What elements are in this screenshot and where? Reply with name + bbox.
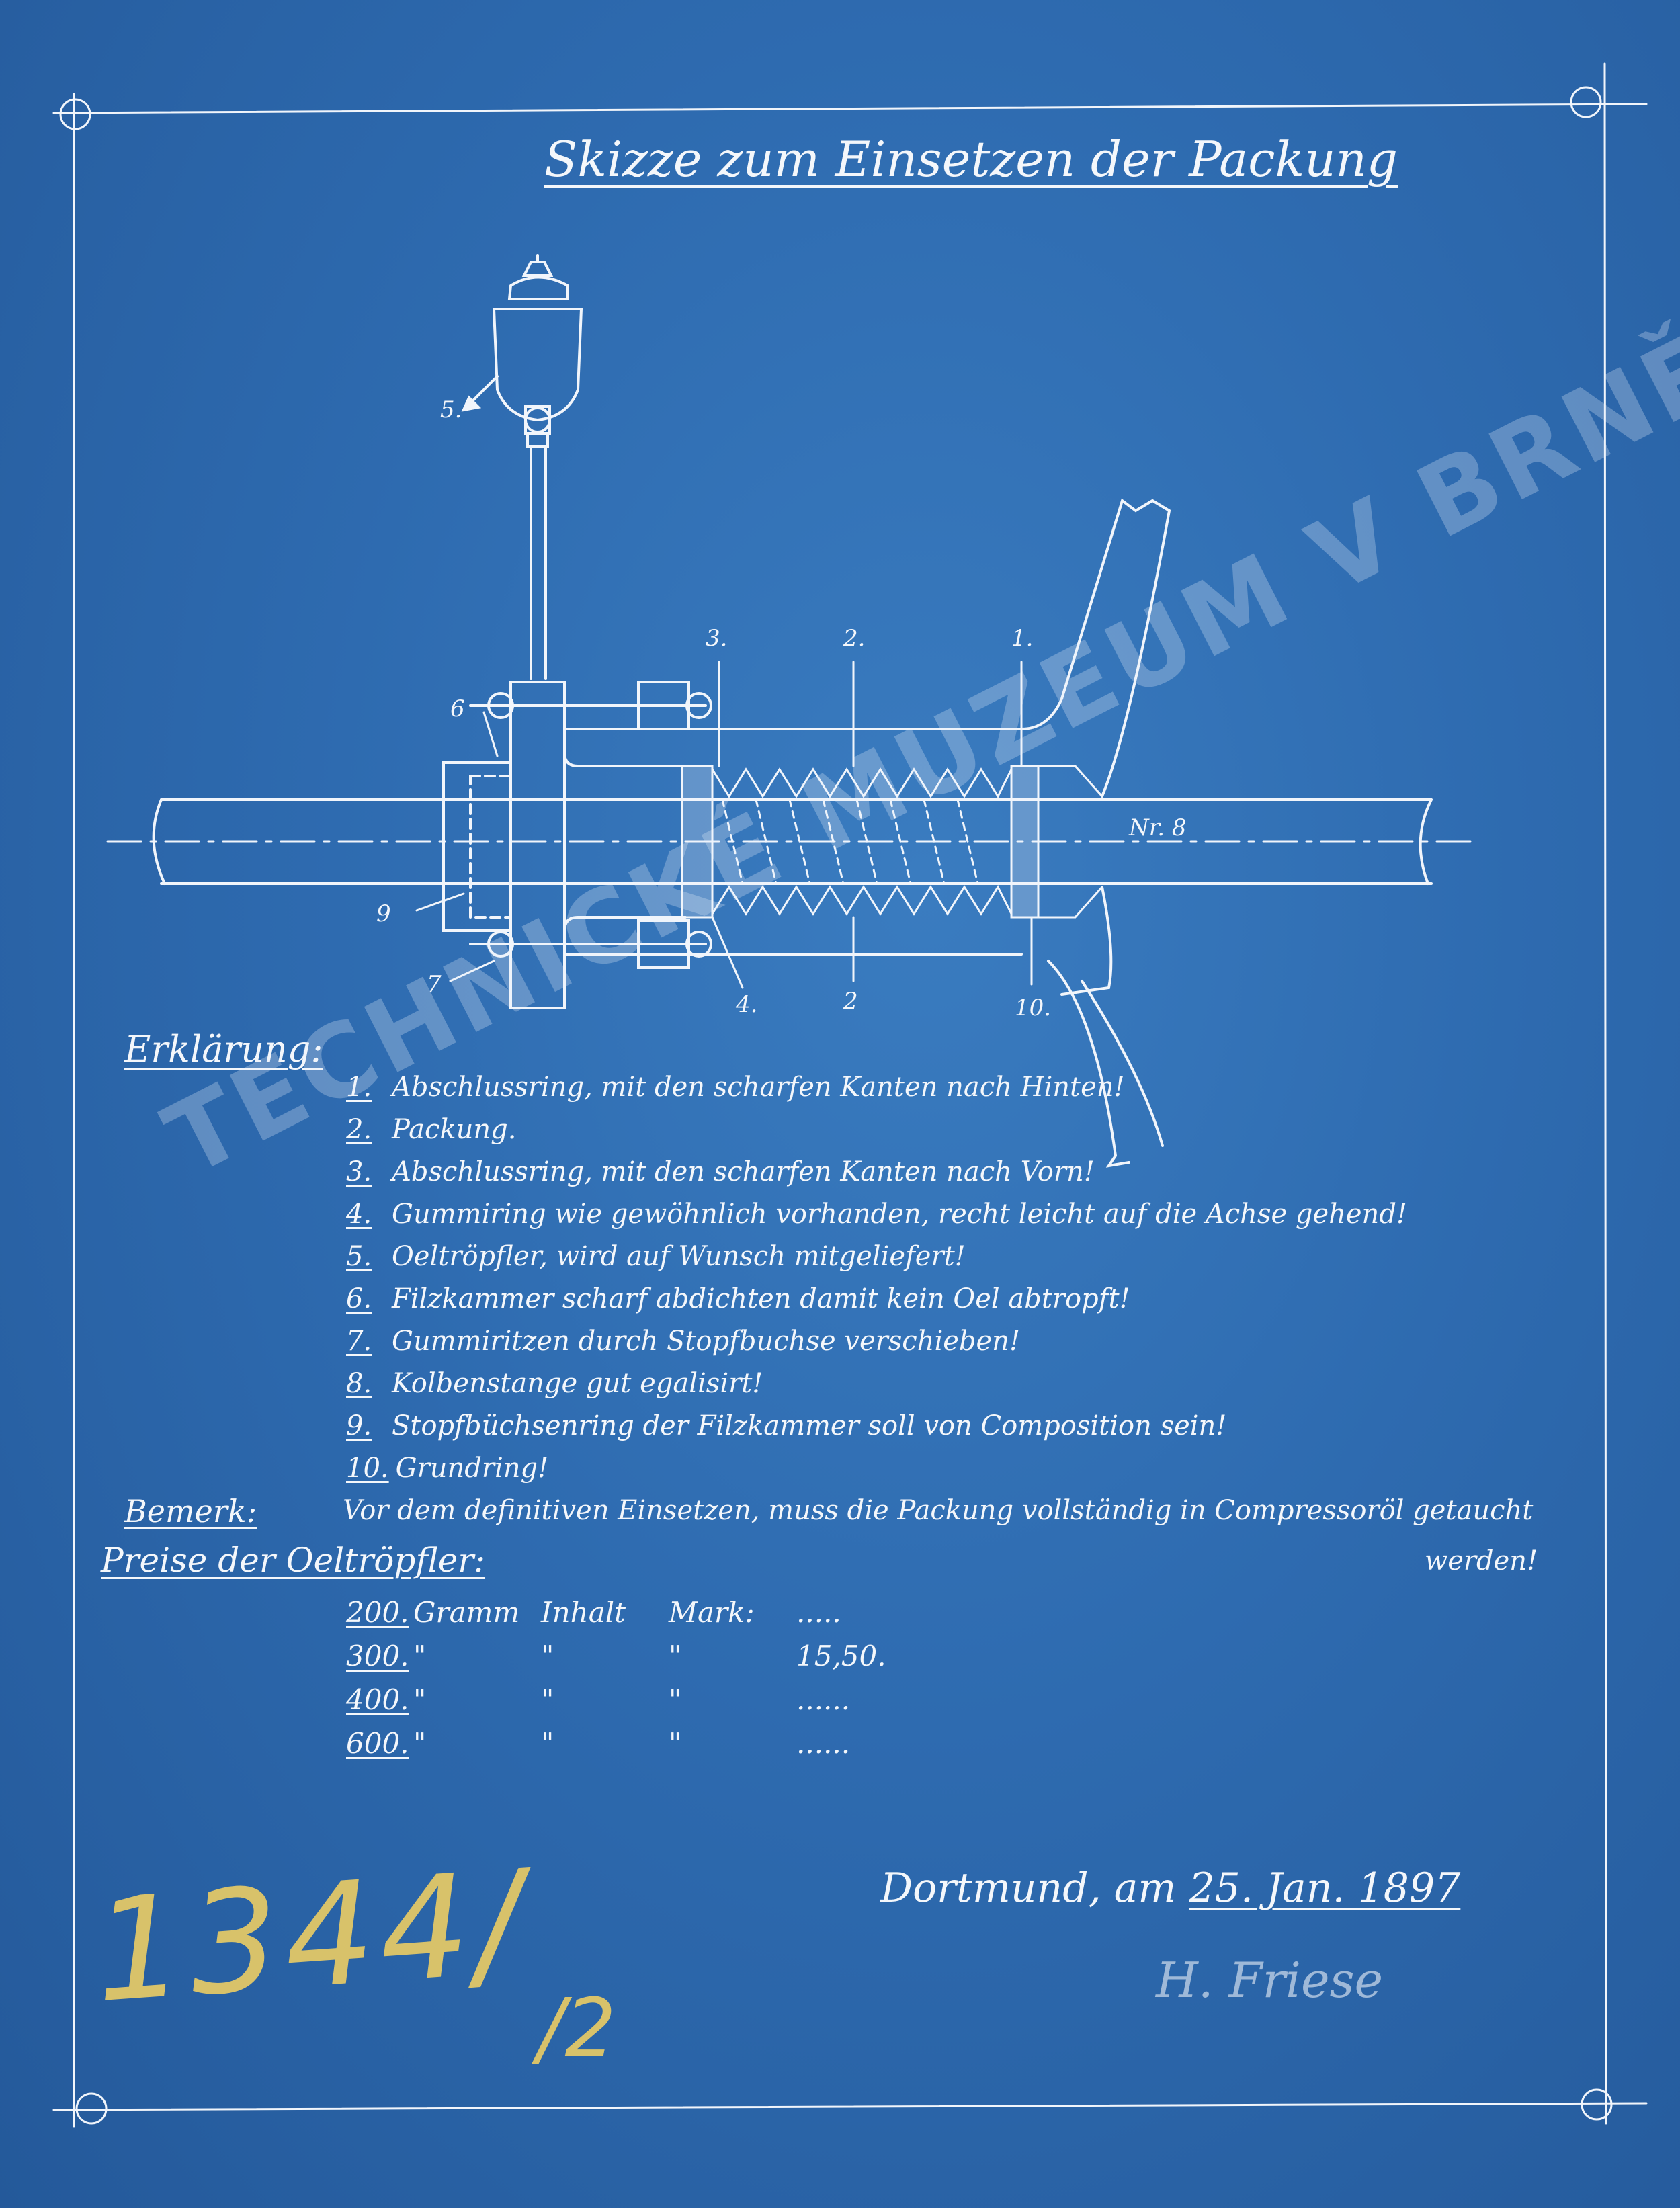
callout-arrows bbox=[415, 661, 1033, 989]
piston-rod bbox=[106, 798, 1473, 885]
explanation-item-text: Oeltröpfler, wird auf Wunsch mitgeliefer… bbox=[392, 1241, 966, 1272]
price-c2: " bbox=[541, 1727, 554, 1760]
explanation-item-number: 5. bbox=[346, 1241, 372, 1272]
explanation-item-number: 8. bbox=[346, 1368, 372, 1399]
explanation-item: 6. Filzkammer scharf abdichten damit kein… bbox=[346, 1283, 1130, 1314]
cylinder-wall bbox=[1020, 498, 1171, 1168]
price-c2: " bbox=[541, 1640, 554, 1672]
date: 25. Jan. 1897 bbox=[1189, 1865, 1461, 1912]
price-c3: " bbox=[669, 1727, 682, 1760]
callout-1: 1. bbox=[1011, 625, 1034, 652]
explanation-item-number: 1. bbox=[346, 1072, 372, 1103]
explanation-item-text: Kolbenstange gut egalisirt! bbox=[392, 1368, 763, 1399]
explanation-item-text: Abschlussring, mit den scharfen Kanten n… bbox=[392, 1072, 1125, 1103]
explanation-item: 8. Kolbenstange gut egalisirt! bbox=[346, 1368, 763, 1399]
explanation-item-text: Packung. bbox=[392, 1114, 517, 1145]
price-c1: Gramm bbox=[413, 1596, 520, 1629]
explanation-item-number: 10. bbox=[346, 1453, 389, 1484]
callout-2-bottom: 2 bbox=[843, 988, 858, 1015]
callout-6: 6 bbox=[450, 695, 465, 722]
archive-sub-number: /2 bbox=[538, 1982, 616, 2076]
explanation-item-number: 3. bbox=[346, 1156, 372, 1187]
place: Dortmund, am bbox=[880, 1865, 1177, 1912]
explanation-item-text: Grundring! bbox=[395, 1453, 549, 1484]
remark-continuation: werden! bbox=[1425, 1545, 1538, 1576]
explanation-item-number: 2. bbox=[346, 1114, 372, 1145]
price-amount: 300. bbox=[346, 1640, 409, 1672]
explanation-item-number: 6. bbox=[346, 1283, 372, 1314]
price-c2: Inhalt bbox=[541, 1596, 626, 1629]
callout-10: 10. bbox=[1015, 994, 1052, 1021]
explanation-item-number: 9. bbox=[346, 1410, 372, 1441]
price-amount: 200. bbox=[346, 1596, 409, 1629]
explanation-item-text: Abschlussring, mit den scharfen Kanten n… bbox=[392, 1156, 1095, 1187]
remark-text: Vor dem definitiven Einsetzen, muss die … bbox=[343, 1495, 1534, 1526]
price-value: 15,50. bbox=[796, 1640, 886, 1672]
explanation-item-number: 4. bbox=[346, 1199, 372, 1230]
explanation-item-text: Stopfbüchsenring der Filzkammer soll von… bbox=[392, 1410, 1227, 1441]
price-c3: " bbox=[669, 1640, 682, 1672]
explanation-item: 2. Packung. bbox=[346, 1114, 516, 1145]
oiler bbox=[461, 254, 583, 680]
price-value: ...... bbox=[796, 1683, 851, 1716]
price-amount: 600. bbox=[346, 1727, 409, 1760]
price-c3: Mark: bbox=[669, 1596, 755, 1629]
explanation-item-text: Filzkammer scharf abdichten damit kein O… bbox=[392, 1283, 1130, 1314]
callout-8: Nr. 8 bbox=[1129, 814, 1187, 841]
packing bbox=[681, 765, 1103, 919]
price-row: 400."""...... bbox=[346, 1683, 850, 1716]
drawing-title: Skizze zum Einsetzen der Packung bbox=[544, 131, 1398, 187]
price-c1: " bbox=[413, 1727, 427, 1760]
explanation-item: 5. Oeltröpfler, wird auf Wunsch mitgelief… bbox=[346, 1241, 966, 1272]
price-c1: " bbox=[413, 1640, 427, 1672]
explanation-item: 1. Abschlussring, mit den scharfen Kanten… bbox=[346, 1072, 1125, 1103]
price-amount: 400. bbox=[346, 1683, 409, 1716]
explanation-item-text: Gummiritzen durch Stopfbuchse verschiebe… bbox=[392, 1326, 1021, 1357]
explanation-item: 10.Grundring! bbox=[346, 1453, 548, 1484]
callout-7: 7 bbox=[427, 971, 442, 998]
price-c3: " bbox=[669, 1683, 682, 1716]
price-value: ...... bbox=[796, 1727, 851, 1760]
explanation-item-text: Gummiring wie gewöhnlich vorhanden, rech… bbox=[392, 1199, 1407, 1230]
remark-label: Bemerk: bbox=[124, 1493, 257, 1529]
price-row: 600."""...... bbox=[346, 1727, 850, 1760]
callout-9: 9 bbox=[376, 900, 391, 927]
signature: H. Friese bbox=[1156, 1952, 1384, 2008]
border-frame bbox=[52, 62, 1648, 2128]
callout-2-top: 2. bbox=[843, 625, 866, 652]
place-date: Dortmund, am 25. Jan. 1897 bbox=[880, 1865, 1460, 1912]
explanation-item: 3. Abschlussring, mit den scharfen Kanten… bbox=[346, 1156, 1095, 1187]
price-row: 300."""15,50. bbox=[346, 1640, 886, 1672]
archive-number: 1344/ bbox=[89, 1839, 533, 2035]
callout-4: 4. bbox=[736, 991, 758, 1018]
gland-body bbox=[442, 681, 1023, 1009]
explanation-item-number: 7. bbox=[346, 1326, 372, 1357]
price-value: ..... bbox=[796, 1596, 841, 1629]
explanation-item: 4. Gummiring wie gewöhnlich vorhanden, re… bbox=[346, 1199, 1407, 1230]
price-c2: " bbox=[541, 1683, 554, 1716]
explanation-heading: Erklärung: bbox=[124, 1028, 323, 1070]
price-c1: " bbox=[413, 1683, 427, 1716]
price-heading: Preise der Oeltröpfler: bbox=[101, 1541, 486, 1580]
explanation-item: 7. Gummiritzen durch Stopfbuchse verschie… bbox=[346, 1326, 1020, 1357]
callout-3: 3. bbox=[706, 625, 728, 652]
explanation-item: 9. Stopfbüchsenring der Filzkammer soll v… bbox=[346, 1410, 1226, 1441]
callout-5: 5. bbox=[440, 396, 462, 423]
price-row: 200.Gramm Inhalt Mark:..... bbox=[346, 1596, 841, 1629]
